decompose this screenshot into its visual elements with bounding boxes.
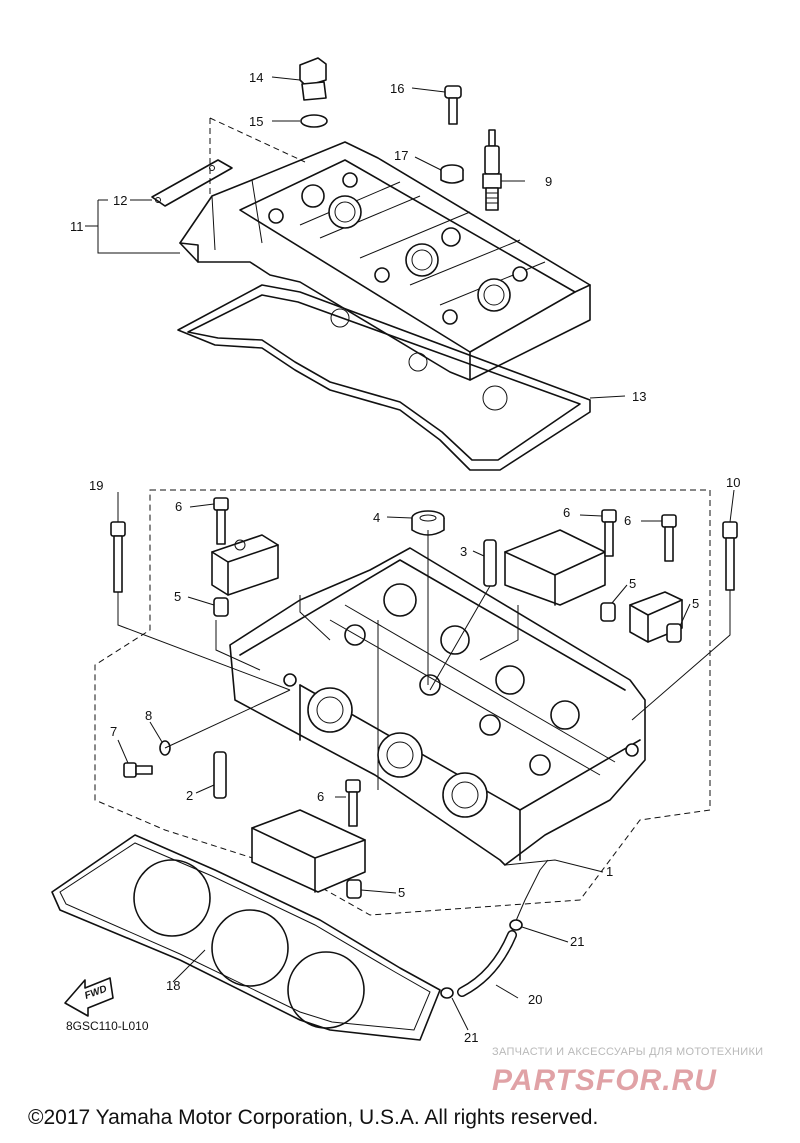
cam-cap (251, 809, 366, 893)
cam-cap (211, 534, 279, 596)
cam-cap-bolt (661, 514, 677, 562)
cylinder-head-bolt (110, 521, 126, 593)
fwd-arrow-icon: FWD (64, 977, 114, 1017)
callout-1: 1 (606, 864, 613, 879)
callout-14: 14 (249, 70, 263, 85)
callout-5a: 5 (174, 589, 181, 604)
callout-2: 2 (186, 788, 193, 803)
cover-bolt (444, 85, 462, 125)
valve-guide (483, 539, 497, 587)
callout-5d: 5 (398, 885, 405, 900)
callout-3: 3 (460, 544, 467, 559)
callout-21a: 21 (570, 934, 584, 949)
leader-lines (85, 76, 735, 1031)
callout-6a: 6 (175, 499, 182, 514)
watermark-logo: PARTSFOR.RU (492, 1064, 717, 1097)
head-cover-gasket (177, 284, 591, 471)
callout-20: 20 (528, 992, 542, 1007)
callout-16: 16 (390, 81, 404, 96)
callout-13: 13 (632, 389, 646, 404)
copyright-notice: ©2017 Yamaha Motor Corporation, U.S.A. A… (28, 1106, 598, 1129)
callout-9: 9 (545, 174, 552, 189)
spark-plug (482, 129, 502, 211)
union-bolt (123, 762, 153, 778)
callout-labels: 1 2 3 4 5 5 5 5 6 6 6 6 7 8 9 10 11 12 1… (70, 70, 740, 1045)
callout-4: 4 (373, 510, 380, 525)
cylinder-head (229, 547, 646, 866)
watermark: ЗАПЧАСТИ И АКСЕССУАРЫ ДЛЯ МОТОТЕХНИКИ PA… (492, 1046, 763, 1097)
valve-guide (213, 751, 227, 799)
callout-18: 18 (166, 978, 180, 993)
callout-17: 17 (394, 148, 408, 163)
diagram-code: 8GSC110-L010 (66, 1019, 149, 1033)
callout-10: 10 (726, 475, 740, 490)
callout-19: 19 (89, 478, 103, 493)
grommet (440, 164, 464, 184)
callout-12: 12 (113, 193, 127, 208)
cam-cap-bolt (601, 509, 617, 557)
callout-11: 11 (70, 219, 84, 234)
callout-8: 8 (145, 708, 152, 723)
cylinder-head-bolt (722, 521, 738, 591)
watermark-tagline: ЗАПЧАСТИ И АКСЕССУАРЫ ДЛЯ МОТОТЕХНИКИ (492, 1046, 763, 1058)
callout-21b: 21 (464, 1030, 478, 1045)
callout-7: 7 (110, 724, 117, 739)
plug (411, 510, 445, 536)
cylinder-head-gasket (51, 834, 441, 1041)
o-ring (300, 114, 328, 128)
callout-5b: 5 (629, 576, 636, 591)
cam-cap (504, 529, 606, 606)
cover-bracket (151, 159, 233, 207)
hose-clamp (440, 987, 454, 999)
callout-6d: 6 (317, 789, 324, 804)
callout-5c: 5 (692, 596, 699, 611)
dowel-pin (346, 879, 362, 899)
dowel-pin (600, 602, 616, 622)
dowel-pin (666, 623, 682, 643)
hose-clamp (509, 919, 523, 931)
oil-filler-cap (299, 57, 327, 101)
cam-cap-bolt (345, 779, 361, 827)
callout-15: 15 (249, 114, 263, 129)
cylinder-head-cover (179, 141, 591, 381)
callout-6c: 6 (624, 513, 631, 528)
cam-cap-bolt (213, 497, 229, 545)
dowel-pin (213, 597, 229, 617)
callout-6b: 6 (563, 505, 570, 520)
